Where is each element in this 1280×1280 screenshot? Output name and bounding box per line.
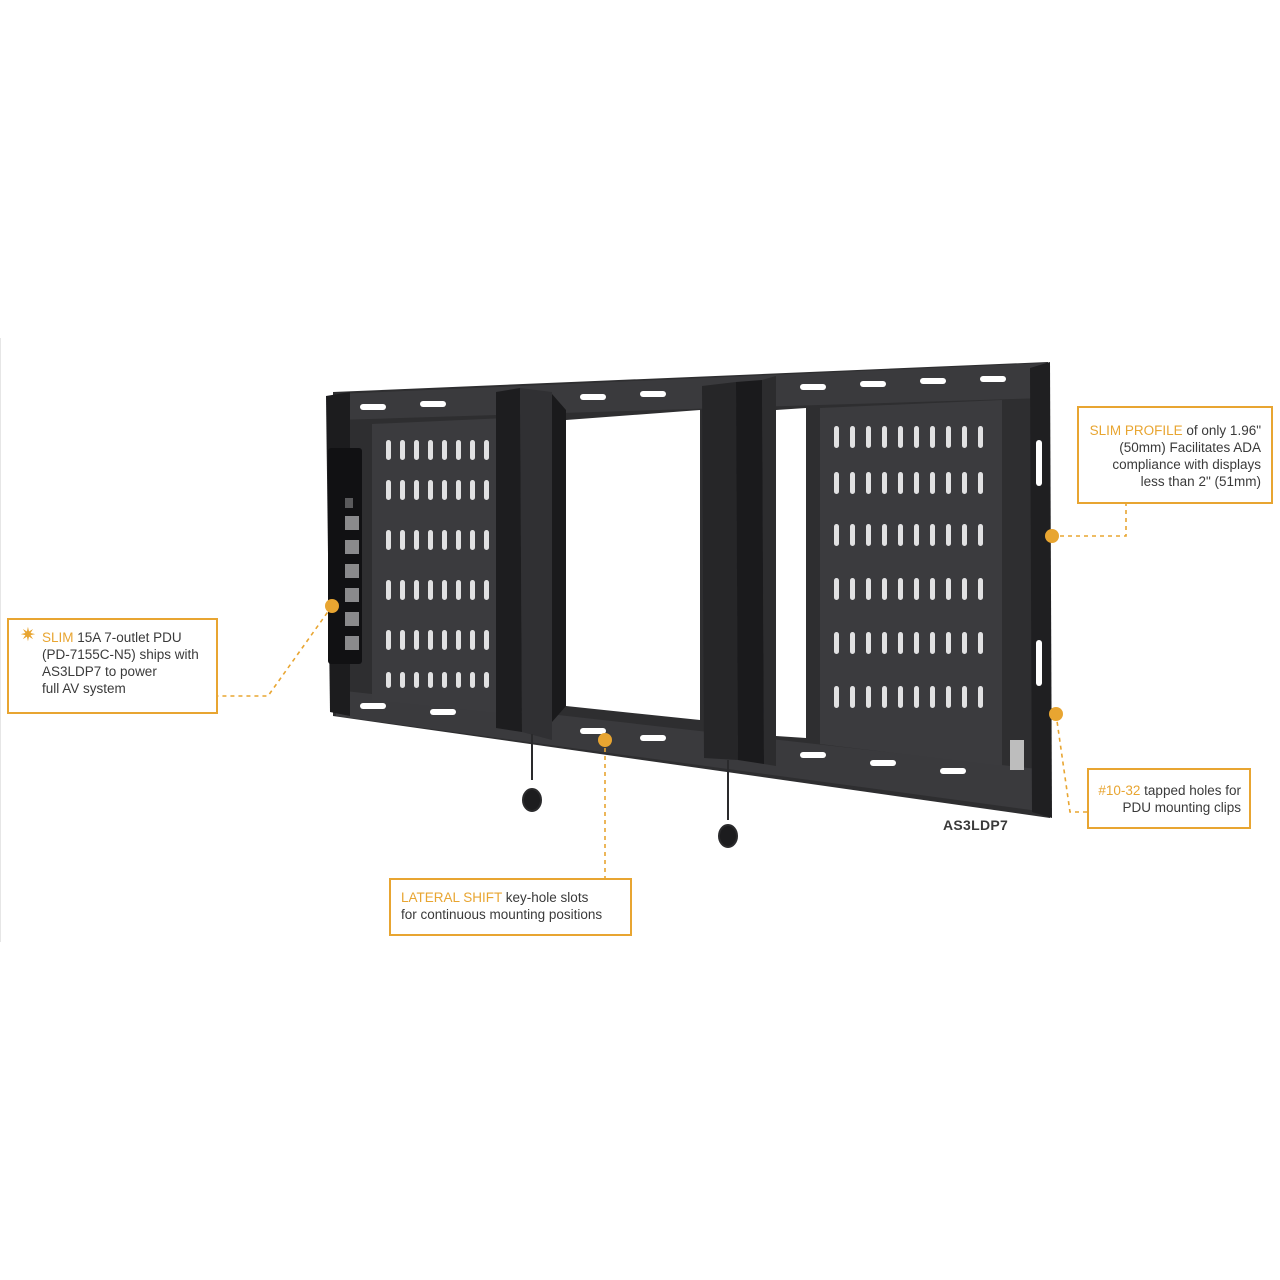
marker-dot-profile [1045,529,1059,543]
frame-right-edge [1030,362,1052,818]
callout-profile-line1: SLIM PROFILE of only 1.96" [1087,422,1261,439]
callout-slim-line2: (PD-7155C-N5) ships with [42,647,199,662]
callout-lateral-line1-text: key-hole slots [502,890,589,905]
pdu-clip [1010,740,1024,770]
callout-tapped-holes: #10-32 tapped holes for PDU mounting cli… [1087,768,1251,829]
callout-holes-highlight: #10-32 [1098,783,1141,798]
callout-slim-highlight: SLIM [42,630,74,645]
callout-lateral-line2: for continuous mounting positions [401,907,603,922]
callout-slim-line1-text: 15A 7-outlet PDU [73,630,182,645]
callout-holes-line1-text: tapped holes for [1140,783,1241,798]
left-perforated-plate [372,418,506,714]
pdu-strip [328,448,362,664]
keyhole-slots [360,376,1042,774]
leader-holes [1055,713,1087,813]
center-opening [566,410,700,720]
callout-slim-line1: SLIM 15A 7-outlet PDU [42,629,206,646]
marker-dots [325,529,1063,747]
model-number-label: AS3LDP7 [943,817,1009,833]
leader-profile [1052,504,1127,537]
callout-profile-line1-text: of only 1.96" [1182,423,1261,438]
callout-profile-line4: less than 2" (51mm) [1140,474,1261,489]
release-pull-cords [522,734,738,848]
callout-slim-profile: SLIM PROFILE of only 1.96" (50mm) Facili… [1077,406,1273,504]
callout-lateral-shift: LATERAL SHIFT key-hole slots for continu… [389,878,632,936]
callout-lateral-highlight: LATERAL SHIFT [401,890,503,905]
marker-dot-slim [325,599,339,613]
vertical-brackets [496,376,776,766]
starburst-icon: ✷ [20,625,36,646]
callout-profile-highlight: SLIM PROFILE [1089,423,1183,438]
callout-holes-line1: #10-32 tapped holes for [1097,782,1241,799]
callout-profile-line3: compliance with displays [1112,457,1261,472]
leader-lines [160,504,1127,878]
callout-slim-line3: AS3LDP7 to power [42,664,157,679]
edge-divider [0,338,1,942]
marker-dot-lateral [598,733,612,747]
center-opening-right [776,408,806,738]
marker-dot-holes [1049,707,1063,721]
callout-lateral-line1: LATERAL SHIFT key-hole slots [401,889,620,906]
callout-profile-line2: (50mm) Facilitates ADA [1119,440,1261,455]
callout-slim-pdu: ✷ SLIM 15A 7-outlet PDU (PD-7155C-N5) sh… [7,618,218,714]
right-perforated-plate [820,400,1002,766]
callout-holes-line2: PDU mounting clips [1122,800,1241,815]
callout-slim-line4: full AV system [42,681,126,696]
